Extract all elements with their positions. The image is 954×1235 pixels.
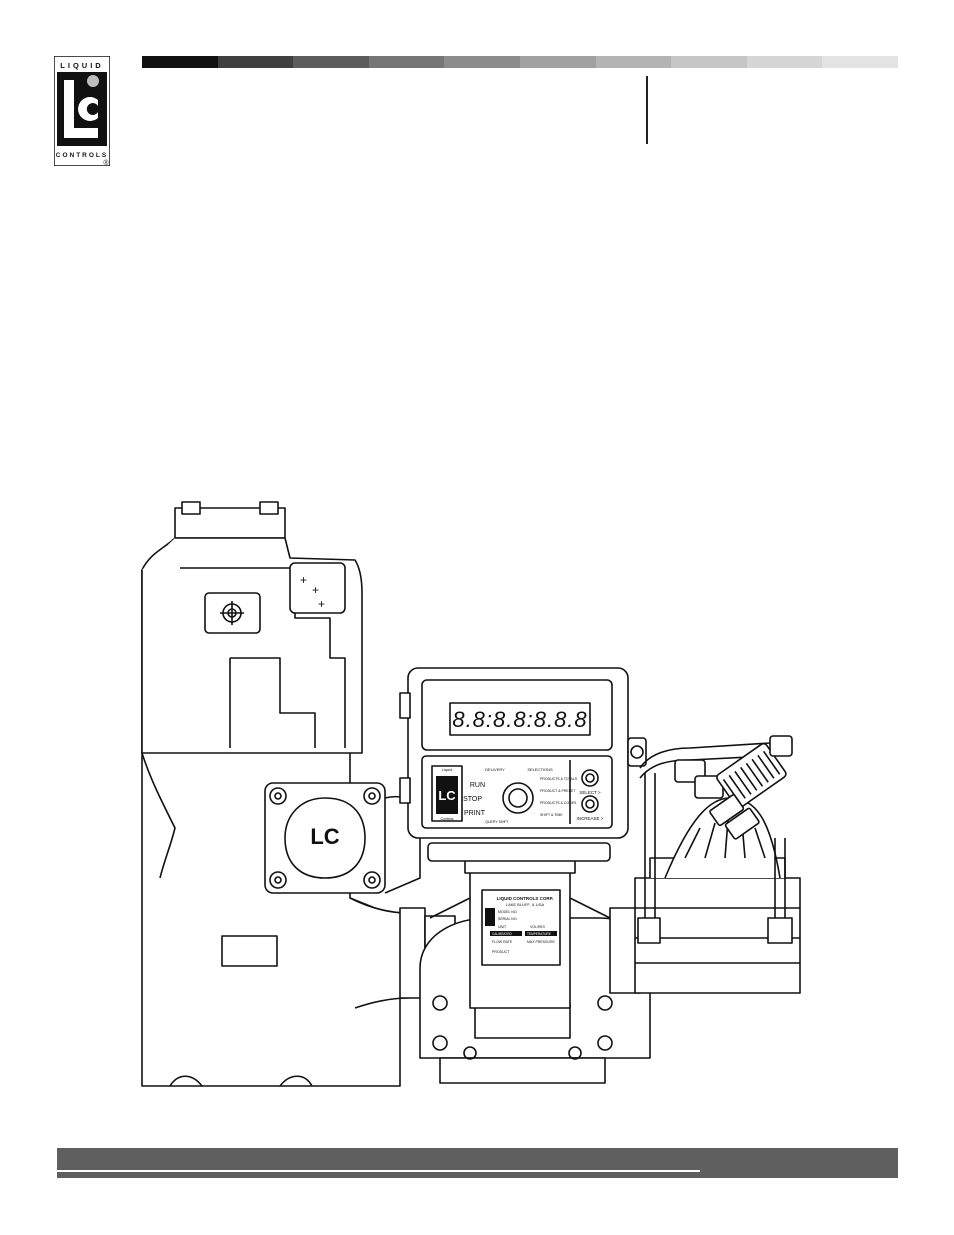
mode-selector-dial[interactable] — [502, 782, 534, 814]
gradient-segment — [595, 56, 672, 68]
gradient-segment — [444, 56, 520, 68]
dial-top-right-label: SELECTIONS — [527, 767, 553, 772]
meter-nameplate: LIQUID CONTROLS CORP. LAKE BLUFF, IL USA… — [481, 889, 561, 966]
liquid-controls-logo: LIQUID CONTROLS ® — [53, 55, 111, 167]
gradient-segment — [293, 56, 369, 68]
flange-lc-mark: LC — [310, 824, 339, 849]
nameplate-temp-label: TEMPERATURE — [527, 932, 551, 936]
dial-run-label: RUN — [470, 782, 485, 789]
dial-print-label: PRINT — [464, 810, 486, 817]
header-vertical-divider — [646, 76, 648, 144]
header-gradient-bar — [142, 56, 898, 68]
nameplate-unit-label: UNIT — [498, 925, 507, 929]
nameplate-location: LAKE BLUFF, IL USA — [506, 902, 545, 907]
logo-bottom-text: CONTROLS — [56, 152, 108, 159]
dial-top-left-label: DELIVERY — [485, 767, 505, 772]
inlet-flange: LC — [264, 782, 421, 894]
dial-option-1: PRODUCTS & TOTALS — [540, 777, 578, 781]
increase-label: INCREASE > — [577, 816, 604, 821]
select-label: SELECT > — [579, 790, 601, 795]
nameplate-product-label: PRODUCT — [492, 950, 510, 954]
dial-option-2: PRODUCT & PRESET — [540, 789, 576, 793]
register-lc-mark: LC — [438, 788, 456, 803]
gradient-segment — [142, 56, 218, 68]
meter-assembly-illustration: + + + LC — [130, 498, 810, 1098]
nameplate-serial-label: SERIAL NO. — [498, 917, 518, 921]
dial-option-3: PRODUCTS & CODES — [540, 801, 577, 805]
nameplate-flow-label: FLOW RATE — [492, 940, 513, 944]
electronic-register: 8.8:8.8:8.8.8 Liquid LC Controls DELIVER… — [399, 667, 647, 839]
register-brand-top: Liquid — [442, 767, 453, 772]
register-display: 8.8:8.8:8.8.8 — [452, 707, 587, 732]
hex-nut-icon — [630, 745, 644, 759]
register-brand-bottom: Controls — [440, 817, 453, 821]
gradient-segment — [671, 56, 747, 68]
gradient-segment — [519, 56, 596, 68]
svg-text:+: + — [318, 597, 325, 611]
nameplate-pressure-label: MAX PRESSURE — [527, 940, 555, 944]
select-button[interactable] — [581, 769, 599, 787]
svg-text:+: + — [312, 583, 319, 597]
registered-mark: ® — [103, 159, 109, 166]
gradient-segment — [822, 56, 898, 68]
control-valve-assembly — [634, 735, 801, 994]
footer-bar — [57, 1148, 898, 1178]
gradient-segment — [368, 56, 445, 68]
nameplate-company: LIQUID CONTROLS CORP. — [497, 896, 554, 901]
nameplate-vol-label: VOL/REV — [530, 925, 546, 929]
footer-rule — [57, 1170, 700, 1172]
nameplate-model-label: MODEL NO. — [498, 910, 518, 914]
register-base — [427, 842, 611, 862]
gradient-segment — [746, 56, 823, 68]
dial-option-4: SHIFT & TIME — [540, 813, 563, 817]
connecting-pipe — [349, 897, 456, 1009]
gradient-segment — [217, 56, 294, 68]
dial-bottom-left-label: QUERY SHIFT — [485, 820, 509, 824]
nameplate-cal-label: CALIBRATED — [492, 932, 512, 936]
increase-button[interactable] — [581, 795, 599, 813]
logo-top-text: LIQUID — [60, 61, 103, 70]
svg-text:+: + — [300, 573, 307, 587]
dial-stop-label: STOP — [463, 796, 482, 803]
